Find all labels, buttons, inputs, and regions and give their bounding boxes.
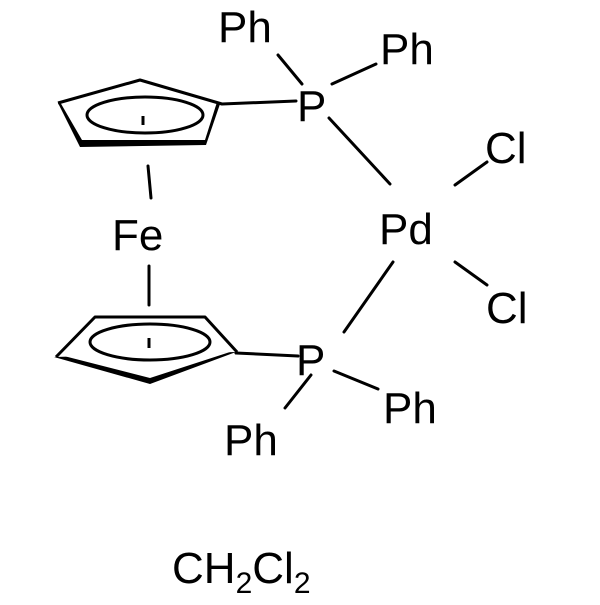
bond-p-pd-top [327,116,392,186]
bond-pd-p-bottom [342,260,395,334]
atom-labels: Ph Ph P Cl Pd Fe Cl P Ph Ph [112,3,528,465]
bond-ph-p-top-right [330,62,378,86]
chlorine-label-bottom: Cl [486,284,528,333]
solvent-subscript-1: 2 [236,567,253,600]
cp-top-back-edge [57,78,223,106]
bond-cp-p-bottom [234,351,300,358]
bond-pd-cl-bottom [453,260,489,287]
bond-cp-p-top [220,99,298,106]
bond-ph-p-top-left [276,53,304,86]
phenyl-label-top-left: Ph [218,3,272,52]
bond-fe-cp-top [146,164,153,200]
phosphorus-label-bottom: P [296,336,325,385]
cyclopentadienyl-ring-bottom [54,315,239,384]
cyclopentadienyl-ring-top [57,78,223,147]
cp-bottom-aromatic-circle [88,322,212,362]
bond-pd-cl-top [453,160,489,187]
bond-p-ph-bottom-right [332,369,380,391]
phenyl-label-top-right: Ph [380,25,434,74]
bond-p-ph-bottom-left [283,373,313,410]
phenyl-label-bottom-right: Ph [383,384,437,433]
chlorine-label-top: Cl [485,124,527,173]
phenyl-label-bottom-left: Ph [224,416,278,465]
cp-bottom-inner-face [60,352,230,378]
cp-top-aromatic-circle [85,95,205,135]
phosphorus-label-top: P [297,82,326,131]
solvent-cl: Cl [252,544,294,593]
solvent-ch: CH [172,544,236,593]
iron-label: Fe [112,211,163,260]
solvent-formula: CH2Cl2 [172,544,311,600]
bond-lines [146,53,489,410]
cp-bottom-back-edge [54,315,239,359]
solvent-subscript-2: 2 [294,567,311,600]
palladium-label: Pd [379,205,433,254]
